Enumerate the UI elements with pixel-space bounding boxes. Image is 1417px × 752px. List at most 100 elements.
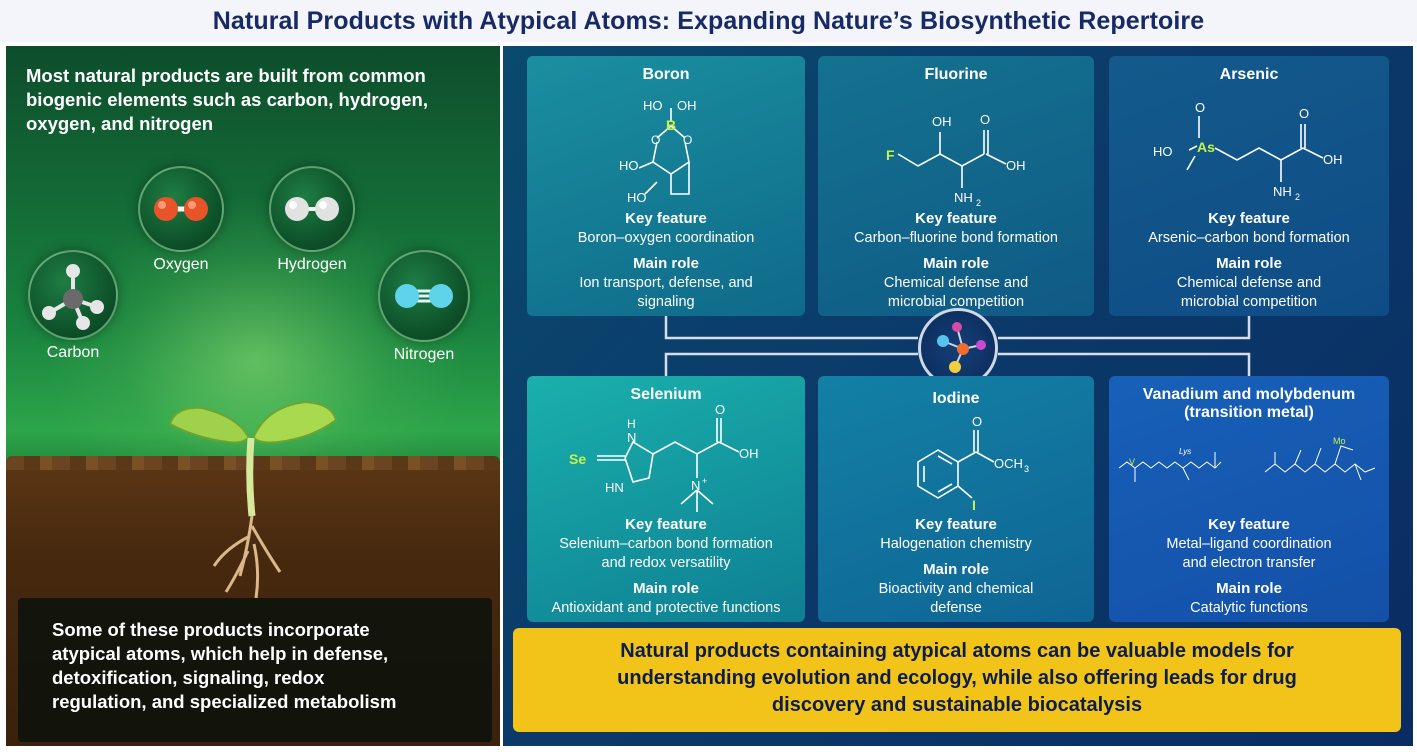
boron-card: Boron HO OH B O O HO HO Key feature Boro… xyxy=(527,56,805,316)
vanadium-title: Vanadium and molybdenum (transition meta… xyxy=(1109,386,1389,422)
main-role-text: microbial competition xyxy=(1180,294,1318,310)
boron-o-label: O xyxy=(683,133,692,147)
arsenic-nh2-label: NH xyxy=(1273,184,1292,199)
iodine-och3-label: OCH xyxy=(994,456,1023,471)
iodine-card: Iodine O OCH 3 I Key feature Halogenatio… xyxy=(818,376,1094,622)
conclusion-line: understanding evolution and ecology, whi… xyxy=(617,667,1297,689)
selenium-h-label: H xyxy=(627,417,636,431)
selenium-hn-label: HN xyxy=(605,480,624,495)
boron-structure: HO OH B O O HO HO xyxy=(619,98,697,205)
arsenic-atom-label: As xyxy=(1197,139,1215,155)
boron-ho-label: HO xyxy=(619,158,639,173)
fluorine-structure: F OH O OH NH 2 xyxy=(886,112,1026,208)
note-line: Some of these products incorporate xyxy=(52,619,370,640)
boron-atom-label: B xyxy=(666,117,676,133)
note-line: regulation, and specialized metabolism xyxy=(52,691,397,712)
main-role-text: Bioactivity and chemical xyxy=(878,581,1034,597)
page-title: Natural Products with Atypical Atoms: Ex… xyxy=(212,6,1205,35)
intro-text: Most natural products are built from com… xyxy=(26,64,496,136)
key-feature-heading: Key feature xyxy=(915,210,997,227)
selenium-title: Selenium xyxy=(630,386,702,403)
intro-line: biogenic elements such as carbon, hydrog… xyxy=(26,89,428,110)
iodine-title: Iodine xyxy=(932,390,980,407)
selenium-atom-label: Se xyxy=(569,451,586,467)
left-panel: Most natural products are built from com… xyxy=(6,46,500,746)
main-role-text: microbial competition xyxy=(887,294,1025,310)
atypical-atoms-note: Some of these products incorporate atypi… xyxy=(18,598,492,742)
main-role-text: signaling xyxy=(637,294,695,310)
arsenic-ho-label: HO xyxy=(1153,144,1173,159)
main-role-heading: Main role xyxy=(923,561,989,578)
key-feature-text: Arsenic–carbon bond formation xyxy=(1148,230,1350,246)
nitrogen-molecule-icon xyxy=(378,250,470,342)
main-role-text: defense xyxy=(930,600,982,616)
arsenic-title: Arsenic xyxy=(1219,66,1279,83)
key-feature-text: and electron transfer xyxy=(1182,555,1316,571)
fluorine-nh2-label: NH xyxy=(954,190,973,205)
key-feature-heading: Key feature xyxy=(625,210,707,227)
key-feature-text: Selenium–carbon bond formation xyxy=(559,536,773,552)
fluorine-title: Fluorine xyxy=(924,66,988,83)
fluorine-o-label: O xyxy=(980,112,990,127)
conclusion-line: discovery and sustainable biocatalysis xyxy=(771,694,1143,716)
connector-lines xyxy=(664,308,1251,376)
iodine-atom-label: I xyxy=(972,497,976,513)
selenium-charge: + xyxy=(702,476,707,486)
intro-line: oxygen, and nitrogen xyxy=(26,113,214,134)
boron-ho-label: HO xyxy=(627,190,647,205)
iodine-subscript: 3 xyxy=(1024,464,1029,474)
key-feature-text: Halogenation chemistry xyxy=(880,536,1032,552)
oxygen-label: Oxygen xyxy=(153,256,209,273)
right-panel: Boron HO OH B O O HO HO Key feature Boro… xyxy=(503,46,1413,746)
vanadium-molybdenum-card: Vanadium and molybdenum (transition meta… xyxy=(1109,376,1389,622)
oxygen-molecule-icon xyxy=(138,166,224,252)
main-role-heading: Main role xyxy=(633,255,699,272)
carbon-atom-badge: Carbon xyxy=(28,250,118,362)
key-feature-heading: Key feature xyxy=(1208,516,1290,533)
fluorine-atom-label: F xyxy=(886,147,895,163)
vanadium-atom-label: V xyxy=(1129,457,1135,467)
arsenic-card: Arsenic HO O As O OH NH 2 Key feature Ar… xyxy=(1109,56,1389,316)
key-feature-text: Carbon–fluorine bond formation xyxy=(854,230,1058,246)
key-feature-heading: Key feature xyxy=(625,516,707,533)
boron-title: Boron xyxy=(642,66,690,83)
vanadium-title-line: Vanadium and molybdenum xyxy=(1142,386,1356,403)
conclusion-line: Natural products containing atypical ato… xyxy=(620,640,1294,662)
iodine-o-label: O xyxy=(972,414,982,429)
boron-oh-label: OH xyxy=(677,98,697,113)
key-feature-heading: Key feature xyxy=(1208,210,1290,227)
arsenic-o-label: O xyxy=(1299,106,1309,121)
title-bar: Natural Products with Atypical Atoms: Ex… xyxy=(0,0,1417,42)
selenium-n-label: N xyxy=(691,478,700,493)
main-role-heading: Main role xyxy=(1216,255,1282,272)
nitrogen-atom-badge: Nitrogen xyxy=(378,250,470,364)
vanadium-title-line: (transition metal) xyxy=(1184,404,1314,421)
selenium-card: Selenium H N Se HN O OH N + Key feature … xyxy=(527,376,805,622)
main-role-text: Chemical defense and xyxy=(883,275,1029,291)
note-line: detoxification, signaling, redox xyxy=(52,667,325,688)
fluorine-oh-label: OH xyxy=(1006,158,1026,173)
carbon-molecule-icon xyxy=(28,250,118,340)
main-role-heading: Main role xyxy=(633,580,699,597)
boron-o-label: O xyxy=(651,133,660,147)
nitrogen-label: Nitrogen xyxy=(393,346,455,363)
fluorine-oh-label: OH xyxy=(932,114,952,129)
selenium-n-label: N xyxy=(627,430,636,445)
note-line: atypical atoms, which help in defense, xyxy=(52,643,389,664)
key-feature-text: Metal–ligand coordination xyxy=(1166,536,1332,552)
selenium-o-label: O xyxy=(715,404,725,417)
conclusion-banner: Natural products containing atypical ato… xyxy=(513,628,1401,732)
selenium-oh-label: OH xyxy=(739,446,759,461)
intro-line: Most natural products are built from com… xyxy=(26,65,426,86)
hydrogen-atom-badge: Hydrogen xyxy=(269,166,355,274)
hydrogen-molecule-icon xyxy=(269,166,355,252)
key-feature-text: Boron–oxygen coordination xyxy=(577,230,755,246)
hydrogen-label: Hydrogen xyxy=(277,256,347,273)
molecule-hub-icon xyxy=(918,308,998,388)
main-role-heading: Main role xyxy=(1216,580,1282,597)
arsenic-subscript: 2 xyxy=(1295,192,1300,202)
main-role-text: Ion transport, defense, and xyxy=(579,275,753,291)
seedling-icon xyxy=(168,400,338,599)
lysine-label: Lys xyxy=(1179,447,1191,456)
vanadium-molybdenum-structures: V Lys Mo xyxy=(1118,436,1376,482)
